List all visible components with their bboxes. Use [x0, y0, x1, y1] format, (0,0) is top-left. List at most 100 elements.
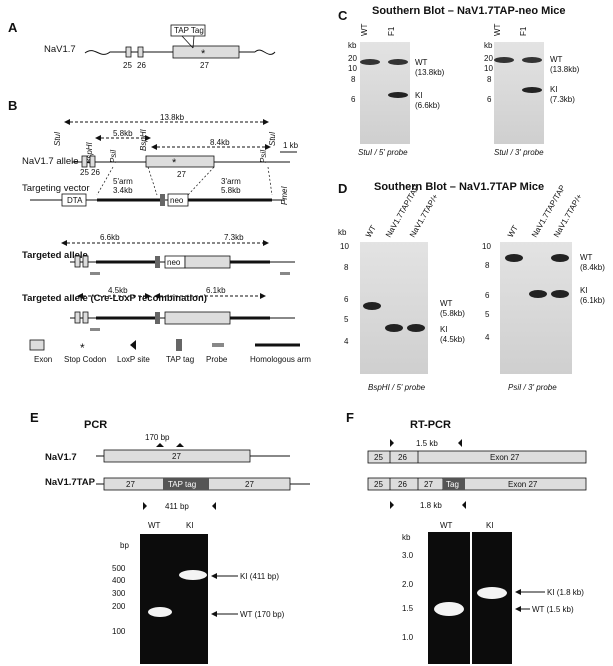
- panel-label-e: E: [30, 410, 39, 425]
- f-title: RT-PCR: [410, 419, 451, 431]
- b-psil-1: PsiI: [109, 149, 118, 163]
- d-title: Southern Blot – NaV1.7TAP Mice: [374, 181, 544, 193]
- f-band-ki: [477, 587, 507, 599]
- b-arm5: 5'arm: [113, 177, 133, 186]
- b-dist-8-4: 8.4kb: [210, 138, 230, 147]
- e-m500: 500: [112, 564, 126, 573]
- c-right-ki: KI: [550, 85, 558, 94]
- b-stul-2: StuI: [268, 131, 277, 146]
- c-left-m8: 8: [351, 75, 356, 84]
- panel-label-a: A: [8, 20, 18, 35]
- panel-c-left-blot: kb WT F1 20 10 8 6 WT (13.8kb) KI (6.6kb…: [348, 23, 445, 157]
- d-right-m5: 5: [485, 310, 490, 319]
- b-dist-5-8: 5.8kb: [113, 129, 133, 138]
- d-right-m8: 8: [485, 261, 490, 270]
- b-pmel: PmeI: [280, 186, 289, 205]
- e-bp411: 411 bp: [165, 502, 189, 511]
- a-exon-25: [125, 46, 132, 58]
- b-legend: Exon * Stop Codon LoxP site TAP tag Prob…: [29, 339, 311, 364]
- e-m100: 100: [112, 627, 126, 636]
- f-wt-band-label: WT (1.5 kb): [532, 605, 574, 614]
- d-left-m6: 6: [344, 295, 349, 304]
- b-arm3: 3'arm: [221, 177, 241, 186]
- d-right-caption: PsiI / 3' probe: [508, 383, 557, 392]
- c-left-ki-size: (6.6kb): [415, 101, 440, 110]
- d-right-m6: 6: [485, 291, 490, 300]
- panel-label-c: C: [338, 8, 348, 23]
- b-exon25: 25: [80, 168, 89, 177]
- a-exon-25-label: 25: [123, 61, 132, 70]
- d-left-kb: kb: [338, 228, 347, 237]
- c-left-m10: 10: [348, 64, 357, 73]
- a-exon-26-label: 26: [137, 61, 146, 70]
- svg-text:*: *: [172, 157, 177, 169]
- panel-d-left-blot: kb WT NaV1.7TAP/TAP NaV1.7TAP/+ 10 8 6 5…: [338, 184, 465, 392]
- d-right-m10: 10: [482, 242, 491, 251]
- e-exon-2b: 27: [245, 480, 254, 489]
- b-legend-probe: Probe: [206, 355, 228, 364]
- b-stul-1: StuI: [53, 131, 62, 146]
- c-right-m8: 8: [487, 75, 492, 84]
- b-psil-2: PsiI: [259, 149, 268, 163]
- panel-d-right-blot: 10 8 6 5 4 WT NaV1.7TAP/TAP NaV1.7TAP/+ …: [482, 184, 605, 392]
- e-gel: [140, 534, 208, 664]
- c-left-ki: KI: [415, 91, 423, 100]
- a-tap-tag-box: [170, 24, 206, 37]
- e-m200: 200: [112, 602, 126, 611]
- c-right-caption: StuI / 3' probe: [494, 148, 544, 157]
- c-right-kb: kb: [484, 41, 493, 50]
- e-bp170: 170 bp: [145, 433, 170, 442]
- f-ex27-2: 27: [424, 480, 433, 489]
- b-legend-tap: TAP tag: [166, 355, 194, 364]
- panel-a-gene-map: NaV1.7 25 26 27 * TAP Tag: [44, 24, 276, 70]
- panel-label-f: F: [346, 410, 354, 425]
- e-gene2: NaV1.7TAP: [45, 477, 96, 488]
- c-title: Southern Blot – NaV1.7TAP-neo Mice: [372, 5, 566, 17]
- f-m30: 3.0: [402, 551, 414, 560]
- e-band-wt: [148, 607, 172, 617]
- a-exon-27: [172, 45, 240, 59]
- f-m15: 1.5: [402, 604, 414, 613]
- d-left-wt-size: (5.8kb): [440, 309, 465, 318]
- b-arm3-len: 5.8kb: [221, 186, 241, 195]
- e-gene1: NaV1.7: [45, 452, 77, 463]
- b-scale-bar: 1 kb: [283, 141, 299, 150]
- a-exon-26: [137, 46, 144, 58]
- e-m300: 300: [112, 589, 126, 598]
- d-left-m8: 8: [344, 263, 349, 272]
- c-left-m20: 20: [348, 54, 357, 63]
- b-legend-loxp: LoxP site: [117, 355, 150, 364]
- c-left-caption: StuI / 5' probe: [358, 148, 408, 157]
- b-dist-6-1: 6.1kb: [206, 286, 226, 295]
- panel-e-pcr: 170 bp NaV1.7 27 NaV1.7TAP TAP tag 27 27…: [45, 433, 310, 664]
- b-dist-13-8: 13.8kb: [160, 113, 185, 122]
- b-targeted-cre-label: Targeted allele (Cre-LoxP recombination): [22, 293, 207, 304]
- e-lane-wt: WT: [148, 521, 161, 530]
- f-tag: Tag: [446, 480, 459, 489]
- c-right-wt-size: (13.8kb): [550, 65, 580, 74]
- f-kb-label: kb: [402, 533, 411, 542]
- b-allele-label: NaV1.7 allele: [22, 156, 79, 167]
- c-right-wt: WT: [550, 55, 563, 64]
- f-ex25-1: 25: [374, 453, 383, 462]
- b-bsphi-1: BspHI: [85, 141, 94, 164]
- e-lane-ki: KI: [186, 521, 194, 530]
- f-m10: 1.0: [402, 633, 414, 642]
- f-exon27-1: Exon 27: [490, 453, 520, 462]
- b-exon26: 26: [91, 168, 100, 177]
- d-right-lane-wt: WT: [506, 224, 520, 239]
- c-right-ki-size: (7.3kb): [550, 95, 575, 104]
- c-right-lane-wt: WT: [493, 23, 502, 36]
- b-bsphi-2: BspHI: [139, 128, 148, 151]
- b-legend-exon: Exon: [34, 355, 52, 364]
- panel-b-targeting: 13.8kb 5.8kb 8.4kb StuI BspHI BspHI PsiI…: [22, 113, 311, 364]
- b-neo-2: neo: [167, 258, 181, 267]
- b-dist-7-3: 7.3kb: [224, 233, 244, 242]
- f-ki-band-label: KI (1.8 kb): [547, 588, 584, 597]
- d-left-caption: BspHI / 5' probe: [368, 383, 426, 392]
- panel-f-rtpcr: 1.5 kb 25 26 Exon 27 25 26 27 Tag Exon 2…: [367, 439, 587, 664]
- f-lane-ki: KI: [486, 521, 494, 530]
- b-dta: DTA: [67, 196, 83, 205]
- b-legend-stop: Stop Codon: [64, 355, 106, 364]
